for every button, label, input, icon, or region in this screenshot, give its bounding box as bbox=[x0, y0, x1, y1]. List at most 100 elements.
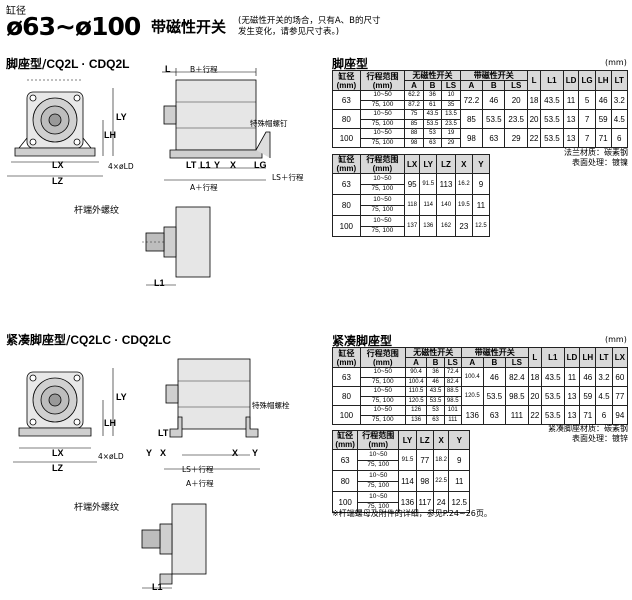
th-a2: A bbox=[459, 80, 484, 91]
s2-x2-label: X bbox=[232, 448, 239, 458]
th-y: Y bbox=[471, 154, 491, 174]
th-ls2: LS bbox=[505, 357, 529, 368]
section2-table1: 缸径(mm) 行程范围(mm) 无磁性开关 带磁性开关 L L1 LD LH L… bbox=[332, 347, 629, 425]
th-b: B bbox=[422, 80, 443, 91]
th-with-switch: 带磁性开关 bbox=[460, 347, 529, 358]
th-with-switch: 带磁性开关 bbox=[459, 70, 528, 81]
section1-notes: 法兰材质：碳素钢 表面处理：镀镍 bbox=[500, 148, 628, 168]
table-row: 63 10~50 90.4 36 72.4 100.4 46 82.4 18 4… bbox=[332, 367, 629, 387]
s2-ly-label: LY bbox=[116, 392, 127, 402]
table-row: 75, 100 bbox=[333, 183, 490, 195]
table-row: 75, 100 bbox=[333, 501, 470, 513]
s2-lx-label: LX bbox=[52, 448, 64, 458]
section2-front-view bbox=[13, 368, 114, 463]
table-row: 80 10~50 118 114 140 19.5 11 bbox=[332, 194, 491, 216]
s2-y-label: Y bbox=[146, 448, 153, 458]
th-ls: LS bbox=[443, 357, 462, 368]
th-lx: LX bbox=[611, 347, 629, 368]
section2-note-material: 紧凑脚座材质：碳素钢 bbox=[548, 424, 628, 433]
th-ly: LY bbox=[398, 430, 417, 450]
table-row: 80 10~50 75 43.5 13.5 85 53.5 23.5 20 53… bbox=[332, 109, 629, 129]
section1-side-view bbox=[162, 68, 271, 181]
section2-title-cn: 紧凑脚座型/ bbox=[6, 333, 71, 347]
th-stroke: 行程范围(mm) bbox=[359, 154, 406, 174]
th-ls2: LS bbox=[504, 80, 528, 91]
s1-b-stroke-label: B＋行程 bbox=[190, 65, 218, 74]
s2-x-label: X bbox=[160, 448, 167, 458]
s1-lh-label: LH bbox=[104, 130, 116, 140]
s1-rod-thread-label: 杆端外螺纹 bbox=[74, 206, 120, 216]
th-stroke: 行程范围(mm) bbox=[359, 347, 406, 368]
th-l1: L1 bbox=[540, 70, 564, 91]
s2-ls-stroke-label: LS＋行程 bbox=[182, 465, 214, 474]
s2-y2-label: Y bbox=[252, 448, 259, 458]
section2-table2: 缸径(mm) 行程范围(mm) LY LZ X Y 63 10~50 91.5 … bbox=[331, 430, 470, 513]
th-lt: LT bbox=[610, 70, 629, 91]
th-bore: 缸径(mm) bbox=[331, 430, 359, 450]
s2-rod-thread-label: 杆端外螺纹 bbox=[74, 503, 120, 513]
section2-title-en: CQ2LC · CDQ2LC bbox=[70, 333, 172, 347]
th-a: A bbox=[404, 80, 424, 91]
table-row: 63 10~50 95 91.5 113 16.2 9 bbox=[332, 173, 491, 195]
s1-lz-label: LZ bbox=[52, 176, 63, 186]
th-lg: LG bbox=[578, 70, 596, 91]
th-l1: L1 bbox=[541, 347, 565, 368]
th-ls: LS bbox=[441, 80, 461, 91]
th-b2: B bbox=[482, 357, 507, 368]
section1-title-cn: 脚座型/ bbox=[6, 57, 47, 71]
s1-a-stroke-label: A＋行程 bbox=[190, 183, 218, 192]
s1-lg-label: LG bbox=[254, 160, 267, 170]
section1-title-en: CQ2L · CDQ2L bbox=[46, 57, 130, 71]
th-lt: LT bbox=[595, 347, 613, 368]
table-row: 75, 100 98 63 29 bbox=[333, 137, 628, 148]
section1-title: 脚座型/CQ2L · CDQ2L bbox=[6, 55, 130, 72]
table-row: 100 10~50 136 117 24 12.5 bbox=[331, 491, 470, 513]
table-row: 75, 100 bbox=[333, 225, 490, 237]
th-lz: LZ bbox=[436, 154, 456, 174]
table-row: 100 10~50 88 53 19 98 63 29 22 53.5 13 7… bbox=[332, 128, 629, 148]
section1-front-view bbox=[7, 79, 114, 177]
s2-lt-label: LT bbox=[158, 428, 169, 438]
header-note-line1: (无磁性开关的场合，只有A、B的尺寸 bbox=[238, 16, 381, 26]
th-b2: B bbox=[482, 80, 506, 91]
th-y: Y bbox=[448, 430, 470, 450]
s1-ls-stroke-label: LS＋行程 bbox=[272, 173, 304, 182]
table-row: 80 10~50 114 98 22.5 11 bbox=[331, 470, 470, 492]
s1-l1-label: L1 bbox=[154, 278, 165, 288]
s2-special-screw-label: 特殊帽螺栓 bbox=[252, 401, 290, 410]
th-stroke: 行程范围(mm) bbox=[357, 430, 400, 450]
s1-special-screw-label: 特殊帽螺钉 bbox=[250, 119, 288, 128]
s1-l1-top-label: L1 bbox=[200, 160, 211, 170]
th-bore: 缸径(mm) bbox=[332, 70, 361, 91]
s2-ld-label: 4×øLD bbox=[98, 452, 124, 461]
bore-range: ø63~ø100 bbox=[6, 12, 141, 41]
th-l: L bbox=[526, 70, 542, 91]
section1-unit: (mm) bbox=[605, 58, 627, 67]
th-x: X bbox=[432, 430, 450, 450]
th-a: A bbox=[404, 357, 428, 368]
table-row: 63 10~50 62.2 36 10 72.2 46 20 18 43.5 1… bbox=[332, 90, 629, 110]
caption: 缸径 bbox=[6, 6, 26, 17]
section2-title: 紧凑脚座型/CQ2LC · CDQ2LC bbox=[6, 331, 171, 348]
s2-lz-label: LZ bbox=[52, 463, 63, 473]
th-x: X bbox=[454, 154, 473, 174]
th-a2: A bbox=[460, 357, 484, 368]
th-bore: 缸径(mm) bbox=[332, 154, 361, 174]
section1-note-finish: 表面处理：镀镍 bbox=[572, 158, 628, 167]
th-no-switch: 无磁性开关 bbox=[404, 347, 462, 358]
s1-x-label: X bbox=[230, 160, 237, 170]
section2-unit: (mm) bbox=[605, 335, 627, 344]
section2-footnote: ※杆端螺母及附件的详细，参见P.24~26页。 bbox=[332, 509, 492, 518]
header-note: (无磁性开关的场合，只有A、B的尺寸 发生变化，请参见尺寸表。) bbox=[238, 16, 438, 38]
s1-ld-label: 4×øLD bbox=[108, 162, 134, 171]
section2-rod-detail bbox=[141, 503, 207, 589]
th-ld: LD bbox=[563, 347, 581, 368]
section1-table1: 缸径(mm) 行程范围(mm) 无磁性开关 带磁性开关 L L1 LD LG L… bbox=[332, 70, 629, 148]
s2-lh-label: LH bbox=[104, 418, 116, 428]
s1-y-label: Y bbox=[214, 160, 221, 170]
section2-side-view bbox=[164, 358, 260, 470]
s2-a-stroke-label: A＋行程 bbox=[186, 479, 214, 488]
section2-notes: 紧凑脚座材质：碳素钢 表面处理：镀锌 bbox=[500, 424, 628, 444]
th-stroke: 行程范围(mm) bbox=[359, 70, 406, 91]
th-ld: LD bbox=[562, 70, 580, 91]
